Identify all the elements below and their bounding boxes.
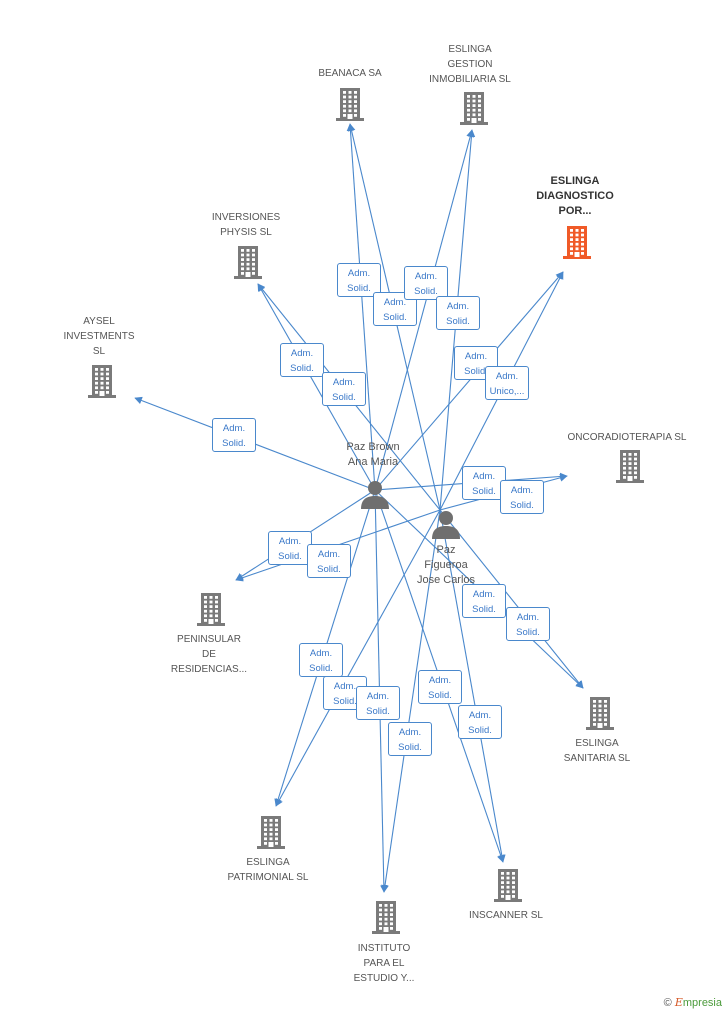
company-peninsular-label[interactable]: PENINSULAR DE RESIDENCIAS... <box>170 634 248 675</box>
role-badge[interactable]: Adm. Solid. <box>322 372 366 406</box>
edge-ana-eslinga-gestion <box>374 129 474 491</box>
company-beanaca-label[interactable]: BEANACA SA <box>318 68 382 79</box>
role-badge[interactable]: Adm. Solid. <box>500 480 544 514</box>
company-oncoradioterapia-label[interactable]: ONCORADIOTERAPIA SL <box>567 432 687 443</box>
brand-initial: E <box>674 996 683 1009</box>
company-eslinga-sanitaria-label[interactable]: ESLINGA SANITARIA SL <box>563 738 631 764</box>
edge-jose-eslinga-patrimonial <box>275 509 441 807</box>
role-badge[interactable]: Adm. Solid. <box>388 722 432 756</box>
role-badge[interactable]: Adm. Solid. <box>337 263 381 297</box>
company-eslinga-sanitaria-building-icon[interactable] <box>584 695 616 736</box>
role-badge[interactable]: Adm. Solid. <box>268 531 312 565</box>
company-instituto-building-icon[interactable] <box>370 899 402 940</box>
brand-rest: mpresia <box>682 997 722 1009</box>
company-eslinga-patrimonial-building-icon[interactable] <box>255 814 287 855</box>
company-inscanner-building-icon[interactable] <box>492 867 524 908</box>
role-badge[interactable]: Adm. Solid. <box>299 643 343 677</box>
role-badge[interactable]: Adm. Solid. <box>212 418 256 452</box>
company-peninsular-building-icon[interactable] <box>195 591 227 632</box>
company-inversiones-physis-label[interactable]: INVERSIONES PHYSIS SL <box>211 212 281 238</box>
role-badge[interactable]: Adm. Solid. <box>506 607 550 641</box>
role-badge[interactable]: Adm. Solid. <box>280 343 324 377</box>
role-badge[interactable]: Adm. Solid. <box>356 686 400 720</box>
role-badge[interactable]: Adm. Solid. <box>373 292 417 326</box>
company-eslinga-diagnostico-label[interactable]: ESLINGA DIAGNOSTICO POR... <box>536 175 614 217</box>
role-badge[interactable]: Adm. Solid. <box>462 584 506 618</box>
role-badge[interactable]: Adm. Solid. <box>307 544 351 578</box>
edge-ana-beanaca <box>346 123 376 491</box>
footer-brand[interactable]: © Empresia <box>664 996 722 1009</box>
copyright-symbol: © <box>663 997 672 1009</box>
role-badge[interactable]: Adm. Solid. <box>462 466 506 500</box>
company-inscanner-label[interactable]: INSCANNER SL <box>469 910 543 921</box>
person-jose-label[interactable]: Paz Figueroa Jose Carlos <box>416 544 476 586</box>
role-badge[interactable]: Adm. Unico,... <box>485 366 529 400</box>
person-jose-icon[interactable] <box>431 509 461 544</box>
person-ana-label[interactable]: Paz Brown Ana Maria <box>346 441 400 468</box>
person-ana-icon[interactable] <box>360 479 390 514</box>
company-aysel-label[interactable]: AYSEL INVESTMENTS SL <box>63 316 135 357</box>
company-eslinga-gestion-building-icon[interactable] <box>458 90 490 131</box>
company-oncoradioterapia-building-icon[interactable] <box>614 448 646 489</box>
role-badge[interactable]: Adm. Solid. <box>418 670 462 704</box>
edge-jose-inscanner <box>439 509 506 863</box>
role-badge[interactable]: Adm. Solid. <box>404 266 448 300</box>
company-inversiones-physis-building-icon[interactable] <box>232 244 264 285</box>
role-badge[interactable]: Adm. Solid. <box>458 705 502 739</box>
company-aysel-building-icon[interactable] <box>86 363 118 404</box>
company-beanaca-building-icon[interactable] <box>334 86 366 127</box>
role-badge[interactable]: Adm. Solid. <box>436 296 480 330</box>
company-eslinga-diagnostico-building-icon[interactable] <box>561 224 593 265</box>
company-eslinga-patrimonial-label[interactable]: ESLINGA PATRIMONIAL SL <box>227 857 309 883</box>
company-instituto-label[interactable]: INSTITUTO PARA EL ESTUDIO Y... <box>353 943 415 984</box>
edge-ana-inversiones-physis <box>257 283 376 491</box>
edge-ana-eslinga-diagnostico <box>374 271 564 491</box>
edge-jose-instituto <box>381 509 441 893</box>
edge-jose-eslinga-sanitaria <box>439 509 584 689</box>
company-eslinga-gestion-label[interactable]: ESLINGA GESTION INMOBILIARIA SL <box>429 44 511 85</box>
